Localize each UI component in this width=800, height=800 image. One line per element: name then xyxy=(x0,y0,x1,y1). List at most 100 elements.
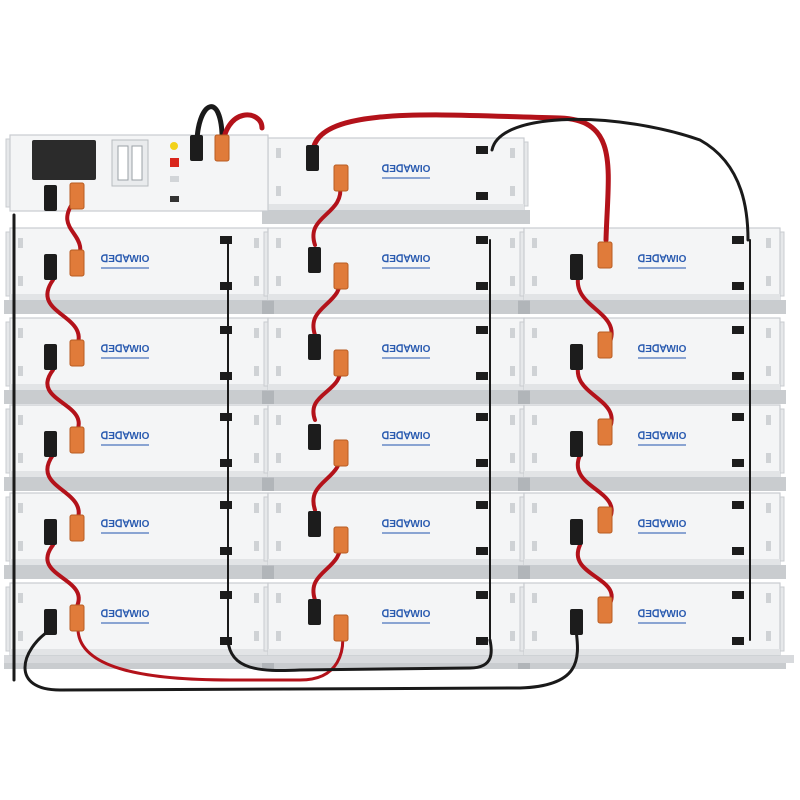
brand-logo: ᗡƎᗡⱯWΙΟ xyxy=(382,254,431,265)
mount-slot xyxy=(532,328,537,338)
orange-connector xyxy=(69,249,85,277)
port xyxy=(170,196,179,202)
mount-slot xyxy=(532,366,537,376)
mount-slot xyxy=(18,328,23,338)
terminal-port xyxy=(220,591,232,599)
mount-slot xyxy=(276,366,281,376)
mount-slot xyxy=(276,186,281,196)
battery-module: ᗡƎᗡⱯWΙΟ xyxy=(5,317,273,391)
terminal-port xyxy=(476,372,488,380)
cable-red xyxy=(45,368,81,437)
shelf-shadow xyxy=(262,210,530,224)
logo-tagline xyxy=(638,444,686,446)
battery-module: ᗡƎᗡⱯWΙΟ xyxy=(263,227,529,301)
breaker-switch xyxy=(111,139,149,187)
terminal-port xyxy=(220,637,232,645)
brand-logo: ᗡƎᗡⱯWΙΟ xyxy=(101,609,150,620)
mount-slot xyxy=(18,503,23,513)
terminal-port xyxy=(476,459,488,467)
brand-logo: ᗡƎᗡⱯWΙΟ xyxy=(382,431,431,442)
terminal-port xyxy=(476,326,488,334)
shelf-shadow xyxy=(4,565,274,579)
black-connector xyxy=(44,431,57,457)
mount-slot xyxy=(254,415,259,425)
black-connector xyxy=(308,511,321,537)
brand-logo: ᗡƎᗡⱯWΙΟ xyxy=(638,519,687,530)
shelf-shadow xyxy=(262,477,530,491)
black-connector xyxy=(44,609,57,635)
brand-logo: ᗡƎᗡⱯWΙΟ xyxy=(638,609,687,620)
black-connector xyxy=(308,247,321,273)
orange-connector xyxy=(333,526,349,554)
module-bottom-lip xyxy=(10,294,268,300)
terminal-port xyxy=(732,501,744,509)
battery-module: ᗡƎᗡⱯWΙΟ xyxy=(519,317,785,391)
mount-slot xyxy=(532,541,537,551)
brand-logo: ᗡƎᗡⱯWΙΟ xyxy=(638,344,687,355)
mount-slot xyxy=(276,503,281,513)
module-bottom-lip xyxy=(524,471,780,477)
mount-slot xyxy=(254,593,259,603)
mount-slot xyxy=(510,148,515,158)
logo-tagline xyxy=(382,532,430,534)
mount-slot xyxy=(766,541,771,551)
mount-slot xyxy=(18,631,23,641)
mount-slot xyxy=(276,276,281,286)
logo-tagline xyxy=(382,357,430,359)
battery-module: ᗡƎᗡⱯWΙΟ xyxy=(263,404,529,478)
mount-slot xyxy=(18,593,23,603)
battery-module: ᗡƎᗡⱯWΙΟ xyxy=(519,582,785,656)
cable-connectors xyxy=(44,134,613,642)
mount-slot xyxy=(532,238,537,248)
mount-slot xyxy=(510,453,515,463)
logo-tagline xyxy=(382,267,430,269)
terminal-port xyxy=(220,326,232,334)
terminal-port xyxy=(220,459,232,467)
mount-slot xyxy=(510,503,515,513)
shelf-shadow xyxy=(4,477,274,491)
logo-tagline xyxy=(101,357,149,359)
black-connector xyxy=(570,431,583,457)
terminal-port xyxy=(732,547,744,555)
cable-red xyxy=(45,278,81,352)
mount-slot xyxy=(276,631,281,641)
mount-slot xyxy=(276,148,281,158)
black-connector xyxy=(190,135,203,161)
mount-slot xyxy=(766,328,771,338)
orange-connector xyxy=(333,262,349,290)
brand-logo: ᗡƎᗡⱯWΙΟ xyxy=(382,609,431,620)
mount-slot xyxy=(254,453,259,463)
mount-slot xyxy=(766,631,771,641)
mount-slot xyxy=(254,503,259,513)
shelf-shadow xyxy=(518,477,786,491)
black-connector xyxy=(306,145,319,171)
mount-slot xyxy=(532,631,537,641)
mount-slot xyxy=(18,238,23,248)
module-bottom-lip xyxy=(524,384,780,390)
logo-tagline xyxy=(638,622,686,624)
terminal-port xyxy=(220,282,232,290)
terminal-port xyxy=(476,413,488,421)
black-connector xyxy=(570,254,583,280)
black-connector xyxy=(308,424,321,450)
logo-tagline xyxy=(382,444,430,446)
mount-slot xyxy=(254,541,259,551)
module-bottom-lip xyxy=(10,471,268,477)
mount-slot xyxy=(18,366,23,376)
battery-module: ᗡƎᗡⱯWΙΟ xyxy=(519,227,785,301)
module-bottom-lip xyxy=(10,559,268,565)
black-connector xyxy=(570,519,583,545)
brand-logo: ᗡƎᗡⱯWΙΟ xyxy=(382,344,431,355)
orange-connector xyxy=(69,514,85,542)
shelf-shadow xyxy=(518,390,786,404)
rack-base xyxy=(4,655,794,663)
brand-logo: ᗡƎᗡⱯWΙΟ xyxy=(101,519,150,530)
mount-slot xyxy=(276,415,281,425)
shelf-shadow xyxy=(518,300,786,314)
black-connector xyxy=(44,344,57,370)
brand-logo: ᗡƎᗡⱯWΙΟ xyxy=(382,519,431,530)
orange-connector xyxy=(597,506,613,534)
mount-slot xyxy=(276,453,281,463)
mount-slot xyxy=(18,453,23,463)
mount-slot xyxy=(532,276,537,286)
